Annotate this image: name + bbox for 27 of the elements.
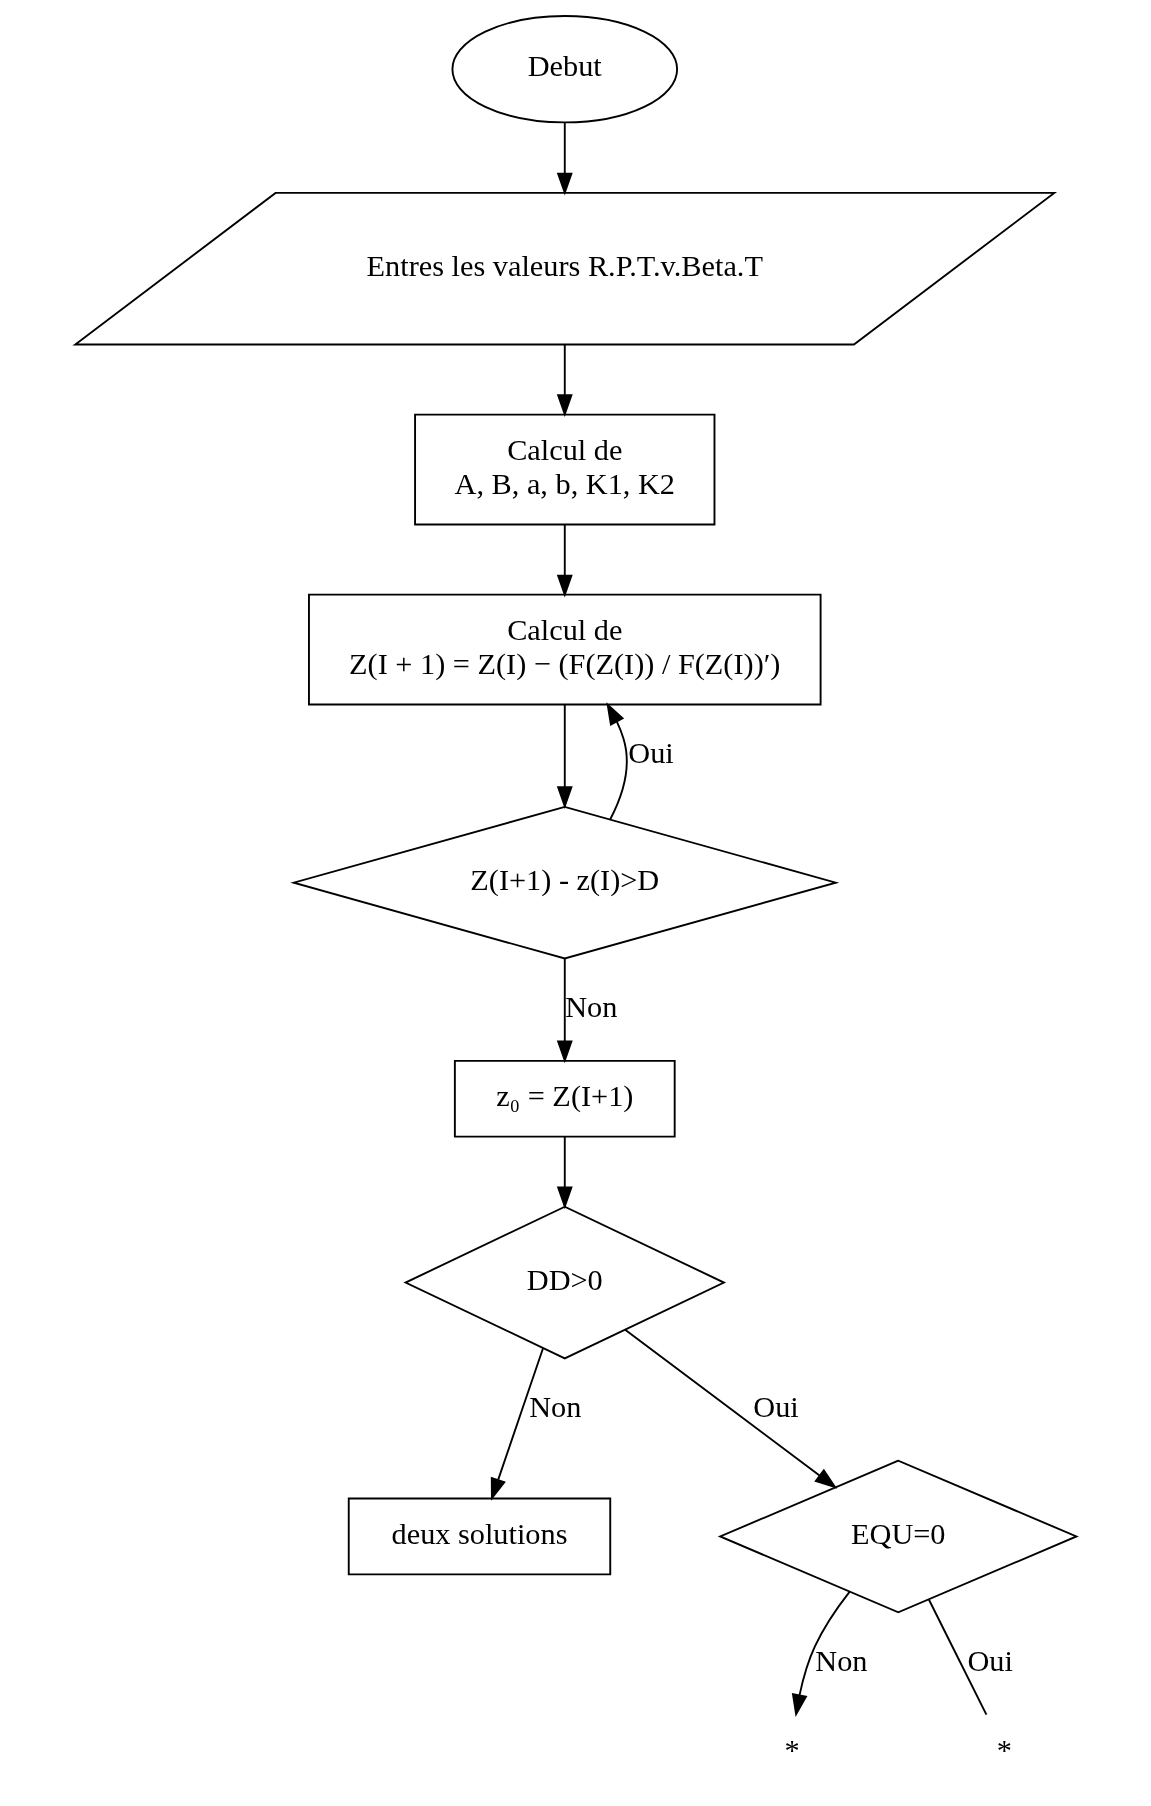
connector (927, 1598, 987, 1716)
arrow (556, 957, 573, 1064)
edge-label: Non (528, 1389, 581, 1424)
node-box: Calcul de Z(I + 1) = Z(I) − (F(Z(I)) / F(Z(I))′) (307, 593, 822, 706)
arrow (791, 1590, 850, 1717)
arrow (556, 1136, 573, 1210)
arrow (490, 1347, 544, 1501)
arrow (556, 122, 573, 196)
edge-label: Oui (966, 1643, 1013, 1678)
arrow (556, 343, 573, 418)
node-diamond: Z(I+1) - z(I)>D (289, 805, 839, 960)
edge-label: Non (564, 989, 617, 1024)
arrow (605, 702, 628, 821)
edge-label: Oui (627, 735, 674, 770)
edge-label: Non (814, 1643, 868, 1678)
node-ellipse: Debut (450, 15, 678, 124)
node-text: * (784, 1732, 800, 1767)
arrow (556, 523, 573, 598)
node-text: * (996, 1732, 1012, 1767)
node-diamond: EQU=0 (717, 1459, 1079, 1614)
node-diamond: DD>0 (402, 1205, 726, 1360)
node-box: Calcul de A, B, a, b, K1, K2 (413, 413, 715, 526)
node-box: deux solutions (347, 1497, 611, 1576)
node-box: z₀ = Z(I+1) (453, 1059, 676, 1138)
edge-label: Oui (752, 1389, 799, 1424)
arrow (556, 703, 573, 810)
arrow (623, 1328, 837, 1489)
